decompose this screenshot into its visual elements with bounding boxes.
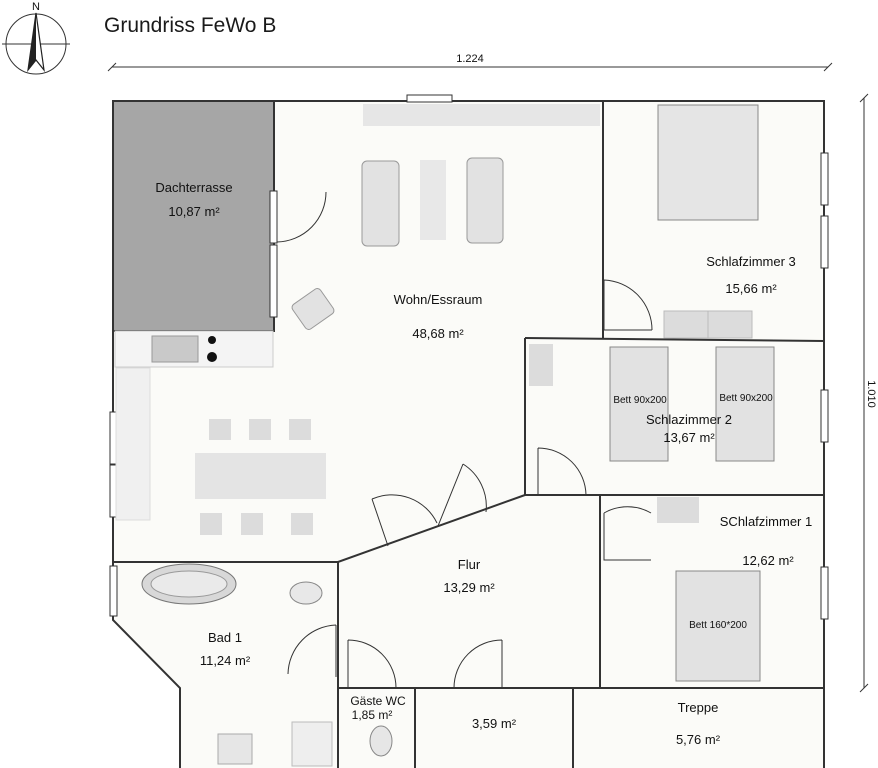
bed-label-right: Bett 90x200	[719, 393, 773, 404]
doors	[276, 191, 653, 689]
flur-label: Flur	[458, 557, 481, 572]
wohn-label: Wohn/Essraum	[394, 292, 483, 307]
bad1-label: Bad 1	[208, 630, 242, 645]
abstell-area: 3,59 m²	[472, 716, 517, 731]
dachterrasse-area: 10,87 m²	[168, 204, 220, 219]
schlaf2-area: 13,67 m²	[663, 430, 715, 445]
windows	[109, 94, 829, 620]
schlaf3-label: Schlafzimmer 3	[706, 254, 796, 269]
gaeste-wc-area: 1,85 m²	[352, 708, 393, 722]
width-dimension-line	[107, 62, 833, 72]
schlaf2-label: Schlazimmer 2	[646, 412, 732, 427]
bed-label-double: Bett 160*200	[689, 620, 747, 631]
schlaf3-area: 15,66 m²	[725, 281, 777, 296]
treppe-label: Treppe	[678, 700, 719, 715]
north-label: N	[32, 1, 40, 13]
furniture	[114, 104, 775, 767]
compass-icon	[2, 12, 70, 75]
gaeste-wc-label: Gäste WC	[350, 694, 406, 708]
bed-label-left: Bett 90x200	[613, 395, 667, 406]
flur-area: 13,29 m²	[443, 580, 495, 595]
schlaf1-label: SChlafzimmer 1	[720, 514, 812, 529]
plan-title: Grundriss FeWo B	[104, 14, 277, 37]
width-dimension: 1.224	[456, 53, 484, 65]
depth-dimension: 1.010	[865, 380, 877, 408]
schlaf1-area: 12,62 m²	[742, 553, 794, 568]
dachterrasse-label: Dachterrasse	[155, 180, 232, 195]
depth-dimension-line	[859, 93, 869, 693]
bad1-area: 11,24 m²	[200, 653, 251, 668]
wohn-area: 48,68 m²	[412, 326, 464, 341]
treppe-area: 5,76 m²	[676, 732, 721, 747]
floor-area	[113, 101, 824, 768]
